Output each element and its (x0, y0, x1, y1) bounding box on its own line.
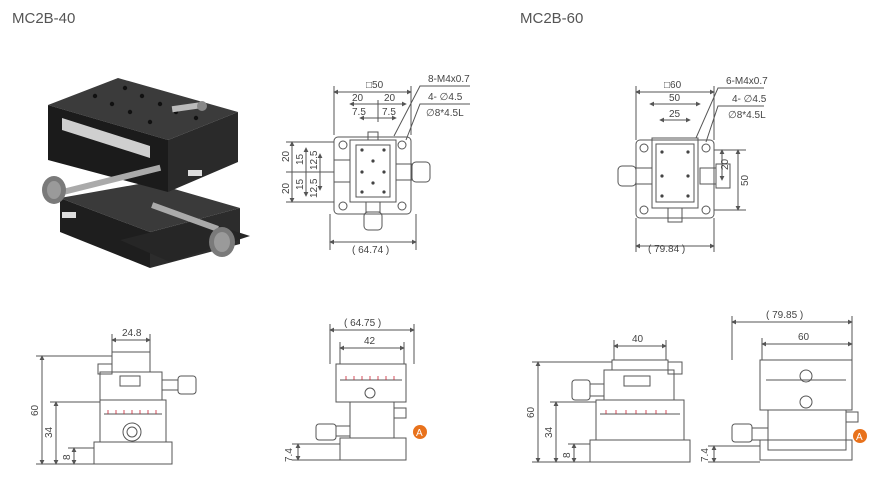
dim-40-v125b: 12.5 (309, 178, 320, 198)
dim-40-holes1: 8-M4x0.7 (428, 74, 470, 85)
dim-60-width: ( 79.84 ) (648, 244, 685, 255)
mc2b-40-top-view (286, 85, 470, 250)
dim-40-side-top: 24.8 (122, 328, 142, 339)
dim-40-75a: 7.5 (352, 107, 366, 118)
dim-60-side-34: 34 (544, 426, 555, 438)
title-mc2b-40: MC2B-40 (12, 10, 76, 27)
marker-a-40-label: A (416, 428, 423, 439)
dim-60-v50: 50 (740, 174, 751, 186)
mc2b-60-top-view (617, 86, 764, 252)
dim-40-width: ( 64.74 ) (352, 245, 389, 256)
dim-40-holes3: ∅8*4.5L (426, 108, 464, 119)
dim-60-front-w2: 60 (798, 332, 810, 343)
dim-60-50: 50 (669, 93, 681, 104)
marker-a-60 (853, 429, 867, 443)
dim-40-side-8: 8 (62, 454, 73, 460)
mc2b-60-side-view (532, 340, 691, 463)
dim-40-20b: 20 (384, 93, 396, 104)
dim-60-holes2: 4- ∅4.5 (732, 94, 767, 105)
dim-40-v20b: 20 (281, 182, 292, 194)
dim-60-holes1: 6-M4x0.7 (726, 76, 768, 87)
dim-40-front-74: 7.4 (284, 448, 295, 462)
dim-60-side-top: 40 (632, 334, 644, 345)
marker-a-60-label: A (856, 432, 863, 443)
title-mc2b-60: MC2B-60 (520, 10, 584, 27)
dim-60-square: □60 (664, 80, 682, 91)
dim-40-20a: 20 (352, 93, 364, 104)
dim-40-front-w2: 42 (364, 336, 376, 347)
dim-60-v20: 20 (720, 158, 731, 170)
dim-40-holes2: 4- ∅4.5 (428, 92, 463, 103)
dim-60-front-w1: ( 79.85 ) (766, 310, 803, 321)
dim-40-v20a: 20 (281, 150, 292, 162)
mc2b-40-front-view (292, 324, 415, 461)
dim-60-holes3: ∅8*4.5L (728, 110, 766, 121)
dim-40-75b: 7.5 (382, 107, 396, 118)
product-photo (42, 78, 250, 268)
dim-40-front-w1: ( 64.75 ) (344, 318, 381, 329)
dim-60-side-8: 8 (562, 452, 573, 458)
dim-40-square: □50 (366, 80, 384, 91)
dim-40-v125a: 12.5 (309, 150, 320, 170)
dim-60-front-74: 7.4 (700, 448, 711, 462)
dim-60-side-60: 60 (526, 406, 537, 418)
dim-40-v15a: 15 (295, 153, 306, 165)
marker-a-40 (413, 425, 427, 439)
mc2b-60-front-view (708, 316, 859, 463)
dim-40-v15b: 15 (295, 178, 306, 190)
mc2b-40-side-view (36, 334, 197, 465)
dim-60-25: 25 (669, 109, 681, 120)
dim-40-side-34: 34 (44, 426, 55, 438)
dim-40-side-60: 60 (30, 404, 41, 416)
